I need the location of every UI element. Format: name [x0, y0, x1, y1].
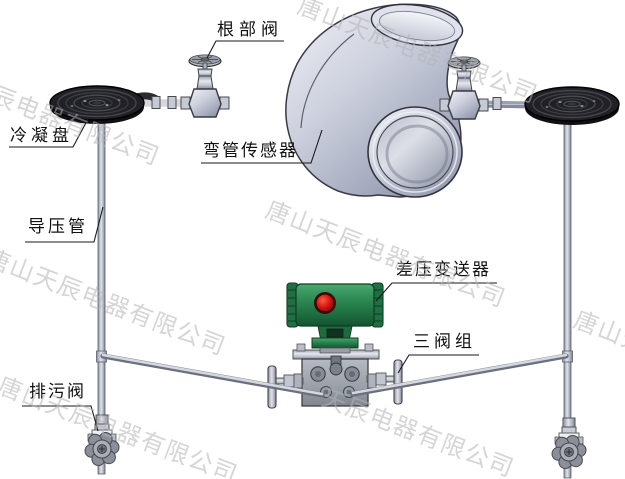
- label-condensate-plate: 冷凝盘: [10, 126, 73, 145]
- elbow-outlet-bore: [376, 115, 454, 189]
- impulse-tubes: [100, 353, 569, 398]
- root-valve-left: [180, 54, 230, 118]
- label-impulse-pipe: 导压管: [28, 217, 88, 236]
- elbow-sensor-body: [285, 3, 464, 198]
- blowdown-valve-left: [84, 414, 120, 466]
- condensate-plate-left: [49, 85, 145, 125]
- condensate-plate-right: [524, 86, 620, 126]
- label-root-valve: 根部阀: [217, 20, 283, 39]
- label-blowdown-valve: 排污阀: [29, 382, 86, 401]
- label-three-valve-manifold: 三阀组: [413, 332, 476, 351]
- label-elbow-sensor: 弯管传感器: [203, 141, 298, 160]
- label-dp-transmitter: 差压变送器: [396, 260, 491, 279]
- leader-lines: [9, 40, 497, 432]
- manifold-handle-right: [393, 359, 403, 405]
- dp-transmitter: [286, 282, 384, 354]
- transmitter-window: [315, 293, 335, 313]
- blowdown-valve-right: [551, 417, 587, 469]
